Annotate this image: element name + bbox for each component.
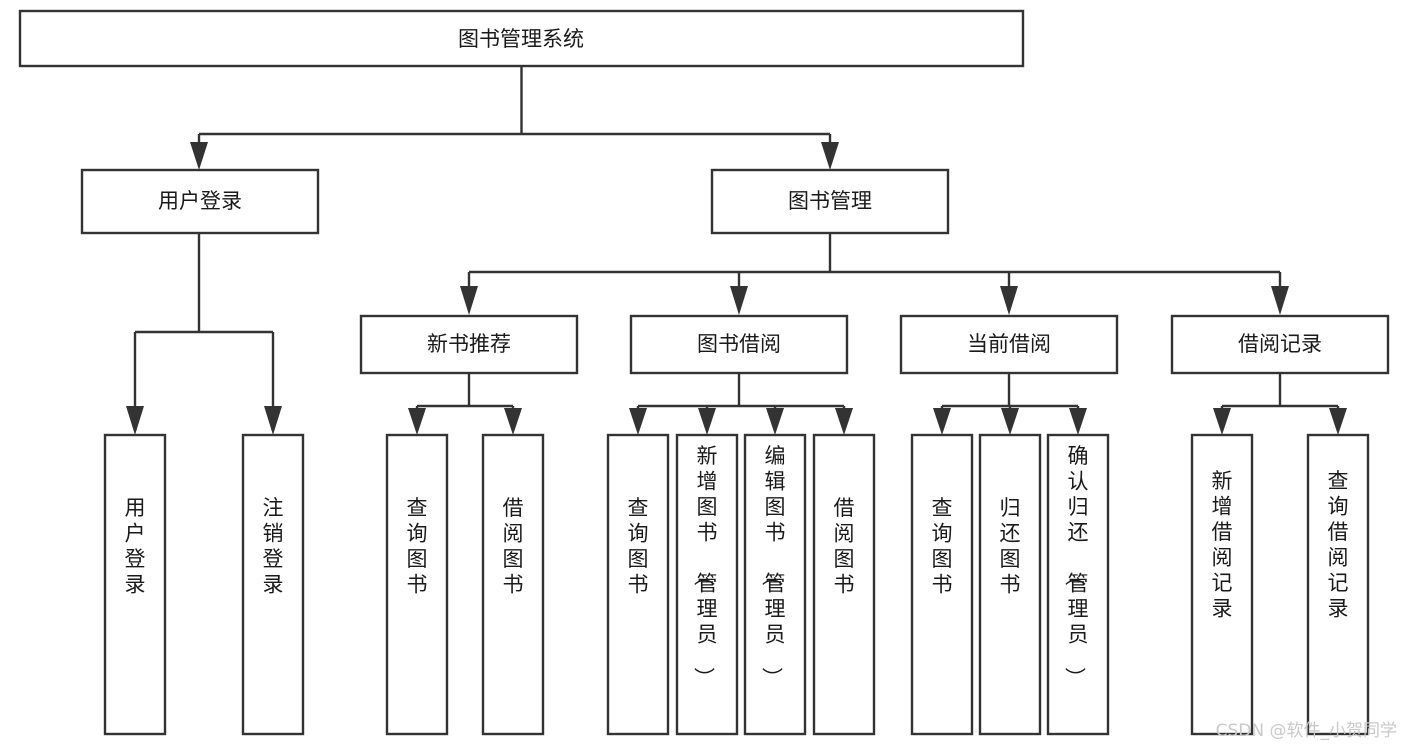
node-book-manage-label: 图书管理 (788, 189, 872, 213)
node-leaf-borrow-book-1-box[interactable] (481, 433, 545, 736)
node-leaf-query-record-label: 查询借阅记录 (1328, 469, 1349, 621)
node-book-borrow-box[interactable] (629, 314, 849, 375)
connector-group-user-login (126, 233, 282, 435)
node-new-book-rec-label: 新书推荐 (427, 332, 511, 356)
node-root-box[interactable] (18, 9, 1025, 68)
node-new-book-rec-box[interactable] (359, 314, 579, 375)
node-leaf-logout-box[interactable] (241, 433, 305, 736)
node-leaf-user-login-box[interactable] (103, 433, 167, 736)
arrow-to-user-login (190, 142, 208, 170)
node-leaf-borrow-book-2-box[interactable] (812, 433, 876, 736)
node-leaf-add-record[interactable]: 新增借阅记录 (1190, 433, 1254, 736)
arrow-to-leaf-borrow-book-1 (504, 408, 522, 435)
arrow-to-leaf-logout (264, 406, 282, 435)
arrow-to-leaf-query-book-3 (933, 408, 951, 435)
node-leaf-logout-label: 注销登录 (263, 496, 284, 597)
arrow-to-leaf-query-book-2 (629, 408, 647, 435)
arrow-to-leaf-borrow-book-2 (835, 408, 853, 435)
node-root-label: 图书管理系统 (458, 27, 584, 51)
node-book-borrow-label: 图书借阅 (697, 332, 781, 356)
arrow-to-borrow-record (1271, 286, 1289, 315)
node-book-manage-box[interactable] (710, 168, 950, 235)
node-leaf-query-book-2-box[interactable] (606, 433, 670, 736)
connector-group-current-borrow (933, 373, 1087, 435)
arrow-to-leaf-confirm-return (1069, 408, 1087, 435)
node-borrow-record-label: 借阅记录 (1238, 332, 1322, 356)
arrow-to-leaf-return-book (1001, 408, 1019, 435)
node-leaf-query-book-1-box[interactable] (385, 433, 449, 736)
node-leaf-return-book-label: 归还图书 (1000, 496, 1021, 597)
node-leaf-edit-book[interactable]: 编辑图书（管理员） (743, 433, 807, 736)
node-leaf-query-book-2[interactable]: 查询图书 (606, 433, 670, 736)
node-leaf-add-record-box[interactable] (1190, 433, 1254, 736)
connector-group-borrow-record (1213, 373, 1347, 435)
node-leaf-confirm-return[interactable]: 确认归还（管理员） (1046, 433, 1110, 736)
csdn-watermark: CSDN @软件_小贺同学 (1216, 721, 1397, 741)
arrow-to-book-borrow (730, 286, 748, 315)
connector-group-book-manage (460, 233, 1289, 315)
node-new-book-rec[interactable]: 新书推荐 (359, 314, 579, 375)
arrow-to-leaf-query-record (1329, 408, 1347, 435)
node-leaf-borrow-book-2[interactable]: 借阅图书 (812, 433, 876, 736)
connector-group-root (190, 66, 839, 170)
arrow-to-leaf-edit-book (766, 408, 784, 435)
node-leaf-borrow-book-2-label: 借阅图书 (834, 496, 855, 597)
node-leaf-query-book-1-label: 查询图书 (407, 496, 428, 597)
node-leaf-user-login-label: 用户登录 (125, 496, 146, 597)
node-leaf-add-record-label: 新增借阅记录 (1212, 469, 1233, 621)
connector-group-new-book-rec (408, 373, 522, 435)
node-book-borrow[interactable]: 图书借阅 (629, 314, 849, 375)
node-leaf-logout[interactable]: 注销登录 (241, 433, 305, 736)
node-user-login-box[interactable] (80, 168, 320, 235)
node-leaf-query-book-3-label: 查询图书 (932, 496, 953, 597)
node-leaf-query-book-3[interactable]: 查询图书 (910, 433, 974, 736)
node-leaf-add-book-box[interactable] (675, 433, 739, 736)
arrow-to-leaf-query-book-1 (408, 408, 426, 435)
node-leaf-add-book-label: 新增图书（管理员） (692, 444, 718, 688)
node-current-borrow-label: 当前借阅 (967, 332, 1051, 356)
arrow-to-leaf-add-record (1213, 408, 1231, 435)
node-user-login-label: 用户登录 (158, 189, 242, 213)
node-leaf-borrow-book-1[interactable]: 借阅图书 (481, 433, 545, 736)
node-leaf-add-book[interactable]: 新增图书（管理员） (675, 433, 739, 736)
node-leaf-query-record-box[interactable] (1306, 433, 1370, 736)
connector-group-book-borrow (629, 373, 853, 435)
node-leaf-query-book-3-box[interactable] (910, 433, 974, 736)
node-leaf-borrow-book-1-label: 借阅图书 (503, 496, 524, 597)
arrow-to-leaf-add-book (698, 408, 716, 435)
arrow-to-new-book-rec (460, 286, 478, 315)
node-book-manage[interactable]: 图书管理 (710, 168, 950, 235)
node-root[interactable]: 图书管理系统 (18, 9, 1025, 68)
node-leaf-return-book-box[interactable] (978, 433, 1042, 736)
arrow-to-book-manage (821, 142, 839, 170)
node-borrow-record-box[interactable] (1170, 314, 1390, 375)
node-leaf-return-book[interactable]: 归还图书 (978, 433, 1042, 736)
node-leaf-edit-book-box[interactable] (743, 433, 807, 736)
node-leaf-confirm-return-box[interactable] (1046, 433, 1110, 736)
node-leaf-confirm-return-label: 确认归还（管理员） (1063, 444, 1089, 688)
node-leaf-query-record[interactable]: 查询借阅记录 (1306, 433, 1370, 736)
node-user-login[interactable]: 用户登录 (80, 168, 320, 235)
node-borrow-record[interactable]: 借阅记录 (1170, 314, 1390, 375)
node-leaf-query-book-2-label: 查询图书 (628, 496, 649, 597)
arrow-to-current-borrow (1000, 286, 1018, 315)
arrow-to-leaf-user-login (126, 406, 144, 435)
node-current-borrow[interactable]: 当前借阅 (899, 314, 1119, 375)
node-leaf-user-login[interactable]: 用户登录 (103, 433, 167, 736)
node-leaf-edit-book-label: 编辑图书（管理员） (760, 444, 786, 688)
node-current-borrow-box[interactable] (899, 314, 1119, 375)
node-leaf-query-book-1[interactable]: 查询图书 (385, 433, 449, 736)
